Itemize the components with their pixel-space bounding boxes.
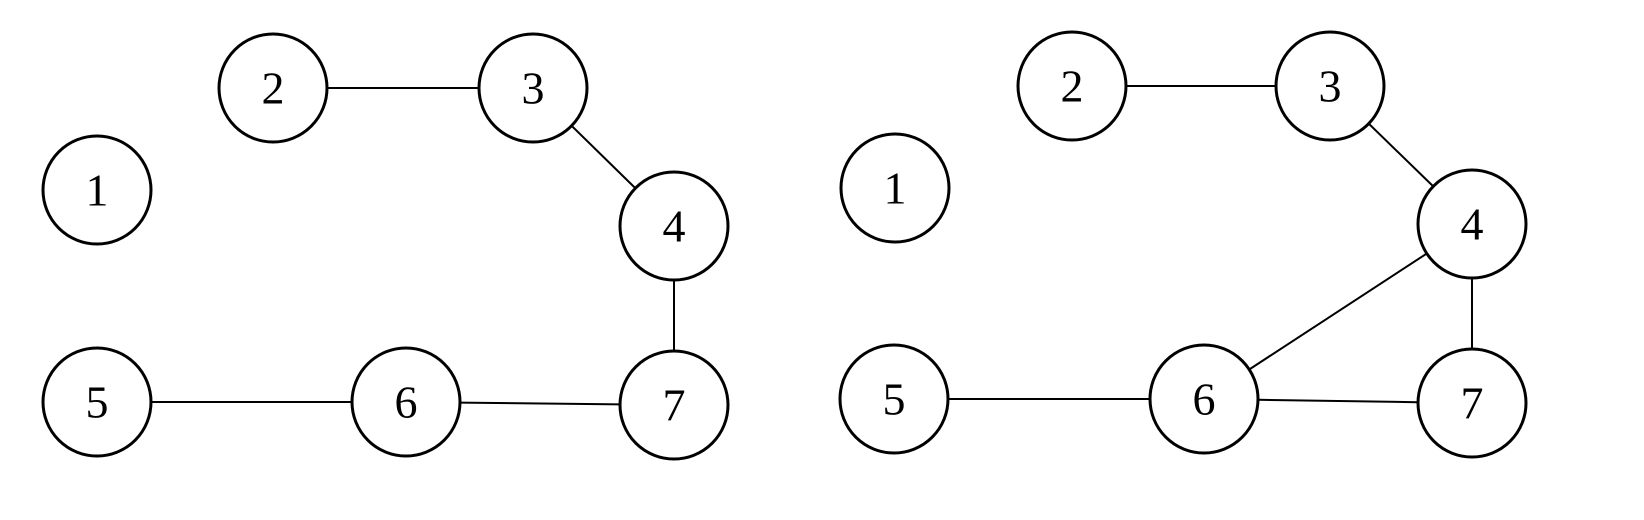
node-circle xyxy=(41,134,153,246)
edge-right-6-7 xyxy=(1257,398,1419,404)
node-right-7: 7 xyxy=(1416,347,1528,459)
node-label: 4 xyxy=(663,201,686,252)
edge-right-4-6 xyxy=(1248,252,1428,371)
edge-left-3-4 xyxy=(570,125,637,189)
node-right-2: 2 xyxy=(1016,30,1128,142)
graph-left: 1 2 3 4 5 6 7 xyxy=(41,32,730,461)
node-circle xyxy=(41,346,153,458)
node-label: 4 xyxy=(1461,199,1484,250)
node-label: 5 xyxy=(86,377,109,428)
node-right-6: 6 xyxy=(1148,343,1260,455)
graph-right: 1 2 3 4 5 6 7 xyxy=(838,30,1528,459)
node-left-7: 7 xyxy=(618,349,730,461)
edge-right-3-4 xyxy=(1368,122,1434,188)
node-label: 2 xyxy=(1061,61,1084,112)
node-circle xyxy=(350,346,462,458)
node-label: 3 xyxy=(522,63,545,114)
node-label: 1 xyxy=(884,163,907,214)
node-label: 2 xyxy=(262,63,285,114)
node-circle xyxy=(1148,343,1260,455)
node-left-3: 3 xyxy=(477,32,589,144)
node-left-4: 4 xyxy=(618,170,730,282)
node-label: 5 xyxy=(883,374,906,425)
node-right-3: 3 xyxy=(1274,30,1386,142)
node-circle xyxy=(1416,168,1528,280)
node-circle xyxy=(1016,30,1128,142)
node-circle xyxy=(838,343,950,455)
node-left-2: 2 xyxy=(217,32,329,144)
node-left-6: 6 xyxy=(350,346,462,458)
node-left-5: 5 xyxy=(41,346,153,458)
node-label: 6 xyxy=(395,377,418,428)
node-circle xyxy=(477,32,589,144)
node-label: 7 xyxy=(663,380,686,431)
node-right-1: 1 xyxy=(839,132,951,244)
node-circle xyxy=(618,170,730,282)
node-left-1: 1 xyxy=(41,134,153,246)
node-right-4: 4 xyxy=(1416,168,1528,280)
node-label: 7 xyxy=(1461,378,1484,429)
node-label: 6 xyxy=(1193,374,1216,425)
node-circle xyxy=(1416,347,1528,459)
node-circle xyxy=(839,132,951,244)
edge-left-6-7 xyxy=(459,401,621,406)
node-right-5: 5 xyxy=(838,343,950,455)
node-circle xyxy=(217,32,329,144)
node-label: 3 xyxy=(1319,61,1342,112)
node-label: 1 xyxy=(86,165,109,216)
node-circle xyxy=(618,349,730,461)
node-circle xyxy=(1274,30,1386,142)
